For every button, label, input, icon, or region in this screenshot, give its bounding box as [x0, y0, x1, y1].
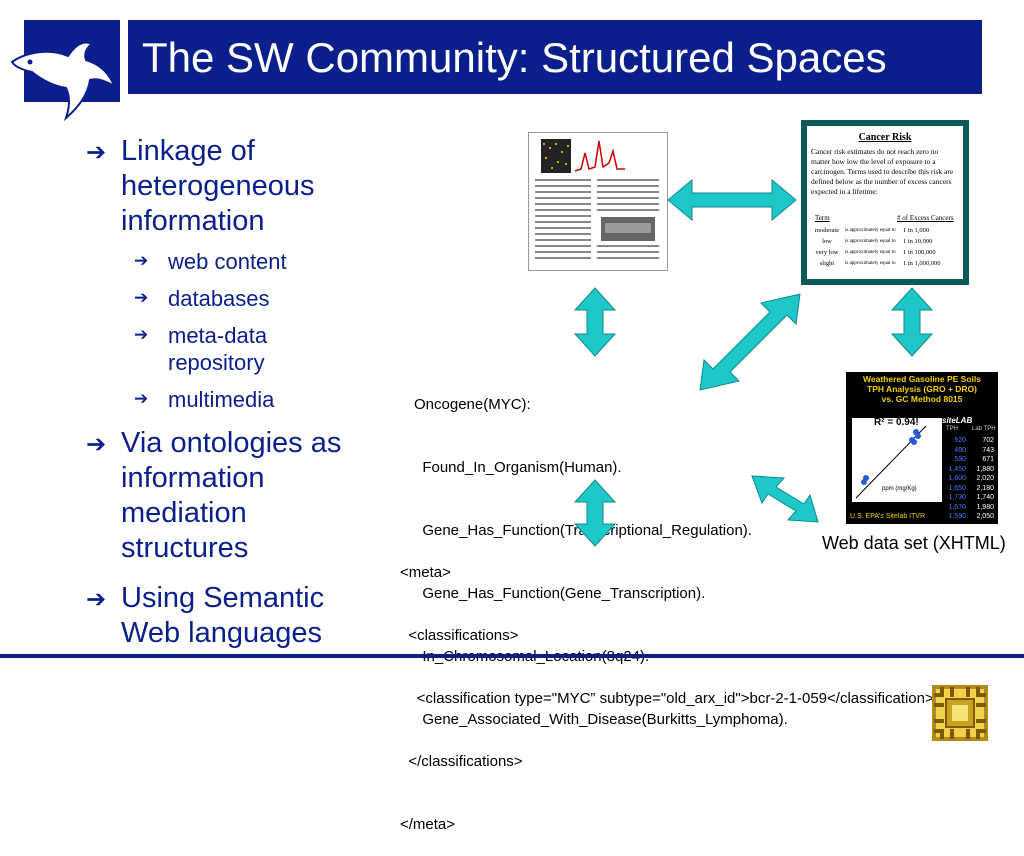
meta-xml-text: <meta> <classifications> <classification…: [400, 520, 934, 856]
sub-bullet-line: meta-data: [168, 323, 268, 348]
column-header: Lab TPH: [972, 426, 996, 432]
ontology-line: Found_In_Organism(Human).: [414, 459, 622, 476]
chart-title: Weathered Gasoline PE Soils TPH Analysis…: [863, 374, 981, 404]
sub-bullet-text: multimedia: [168, 387, 275, 412]
bottom-divider: [0, 654, 1024, 658]
ontology-line: Gene_Associated_With_Disease(Burkitts_Ly…: [414, 711, 788, 728]
sub-bullet-line: repository: [168, 350, 265, 375]
double-arrow-icon: [573, 479, 617, 547]
r-squared-label: R² = 0.94!: [874, 417, 919, 428]
column-header: TPH: [946, 426, 958, 432]
bullet-line: information: [121, 205, 265, 237]
xml-line: <meta>: [400, 564, 451, 581]
arrow-bullet-icon: ➔: [86, 139, 107, 166]
double-arrow-icon: [890, 287, 934, 357]
bullet-line: Web languages: [121, 617, 323, 649]
arrow-bullet-icon: ➔: [134, 251, 149, 270]
bullet-line: Via ontologies as: [121, 427, 342, 459]
ontology-line: Gene_Has_Function(Gene_Transcription).: [414, 585, 706, 602]
web-data-set-image: Weathered Gasoline PE Soils TPH Analysis…: [846, 372, 998, 524]
brand-label: siteLAB: [942, 416, 973, 425]
bullet-line: Using Semantic: [121, 582, 325, 614]
xml-line: </classifications>: [400, 753, 523, 770]
table-header: # of Excess Cancers: [897, 214, 954, 222]
scatter-plot: [852, 418, 942, 502]
paper-thumbnail: [528, 132, 668, 271]
xml-line: <classifications>: [400, 627, 519, 644]
xml-line: </meta>: [400, 816, 456, 833]
sub-bullet-text: web content: [168, 249, 287, 274]
xml-line: <classification type="MYC” subtype="old_…: [400, 690, 934, 707]
table-header: Term: [815, 214, 830, 222]
x-axis-label: ppm (mg/Kg): [882, 486, 917, 492]
title-bar: [128, 20, 982, 94]
arrow-bullet-icon: ➔: [86, 431, 107, 458]
cancer-risk-title: Cancer Risk: [858, 132, 912, 143]
chip-logo-icon: [932, 685, 988, 741]
ontology-line: Oncogene(MYC):: [414, 396, 531, 413]
web-data-set-caption: Web data set (XHTML): [822, 533, 1006, 553]
bullet-line: Linkage of: [121, 135, 255, 167]
bullet-line: heterogeneous: [121, 170, 315, 202]
arrow-bullet-icon: ➔: [134, 325, 149, 344]
cancer-risk-body: Cancer risk estimates do not reach zero …: [811, 147, 954, 196]
sub-bullet-text: databases: [168, 286, 270, 311]
bullet-line: structures: [121, 532, 249, 564]
double-arrow-icon: [699, 293, 801, 391]
bullet-line: information: [121, 462, 265, 494]
arrow-bullet-icon: ➔: [134, 389, 149, 408]
arrow-bullet-icon: ➔: [134, 288, 149, 307]
arrows-layer: [573, 178, 934, 547]
cancer-risk-document: Cancer Risk Cancer risk estimates do not…: [807, 126, 963, 279]
double-arrow-icon: [751, 475, 819, 523]
chart-footer: U.S. EPA's Sitelab ITVR: [850, 513, 926, 520]
dolphin-logo: [6, 14, 122, 124]
double-arrow-icon: [667, 178, 797, 222]
double-arrow-icon: [573, 287, 617, 357]
bullet-line: mediation: [121, 497, 247, 529]
arrow-bullet-icon: ➔: [86, 586, 107, 613]
slide-title: The SW Community: Structured Spaces: [142, 34, 887, 81]
